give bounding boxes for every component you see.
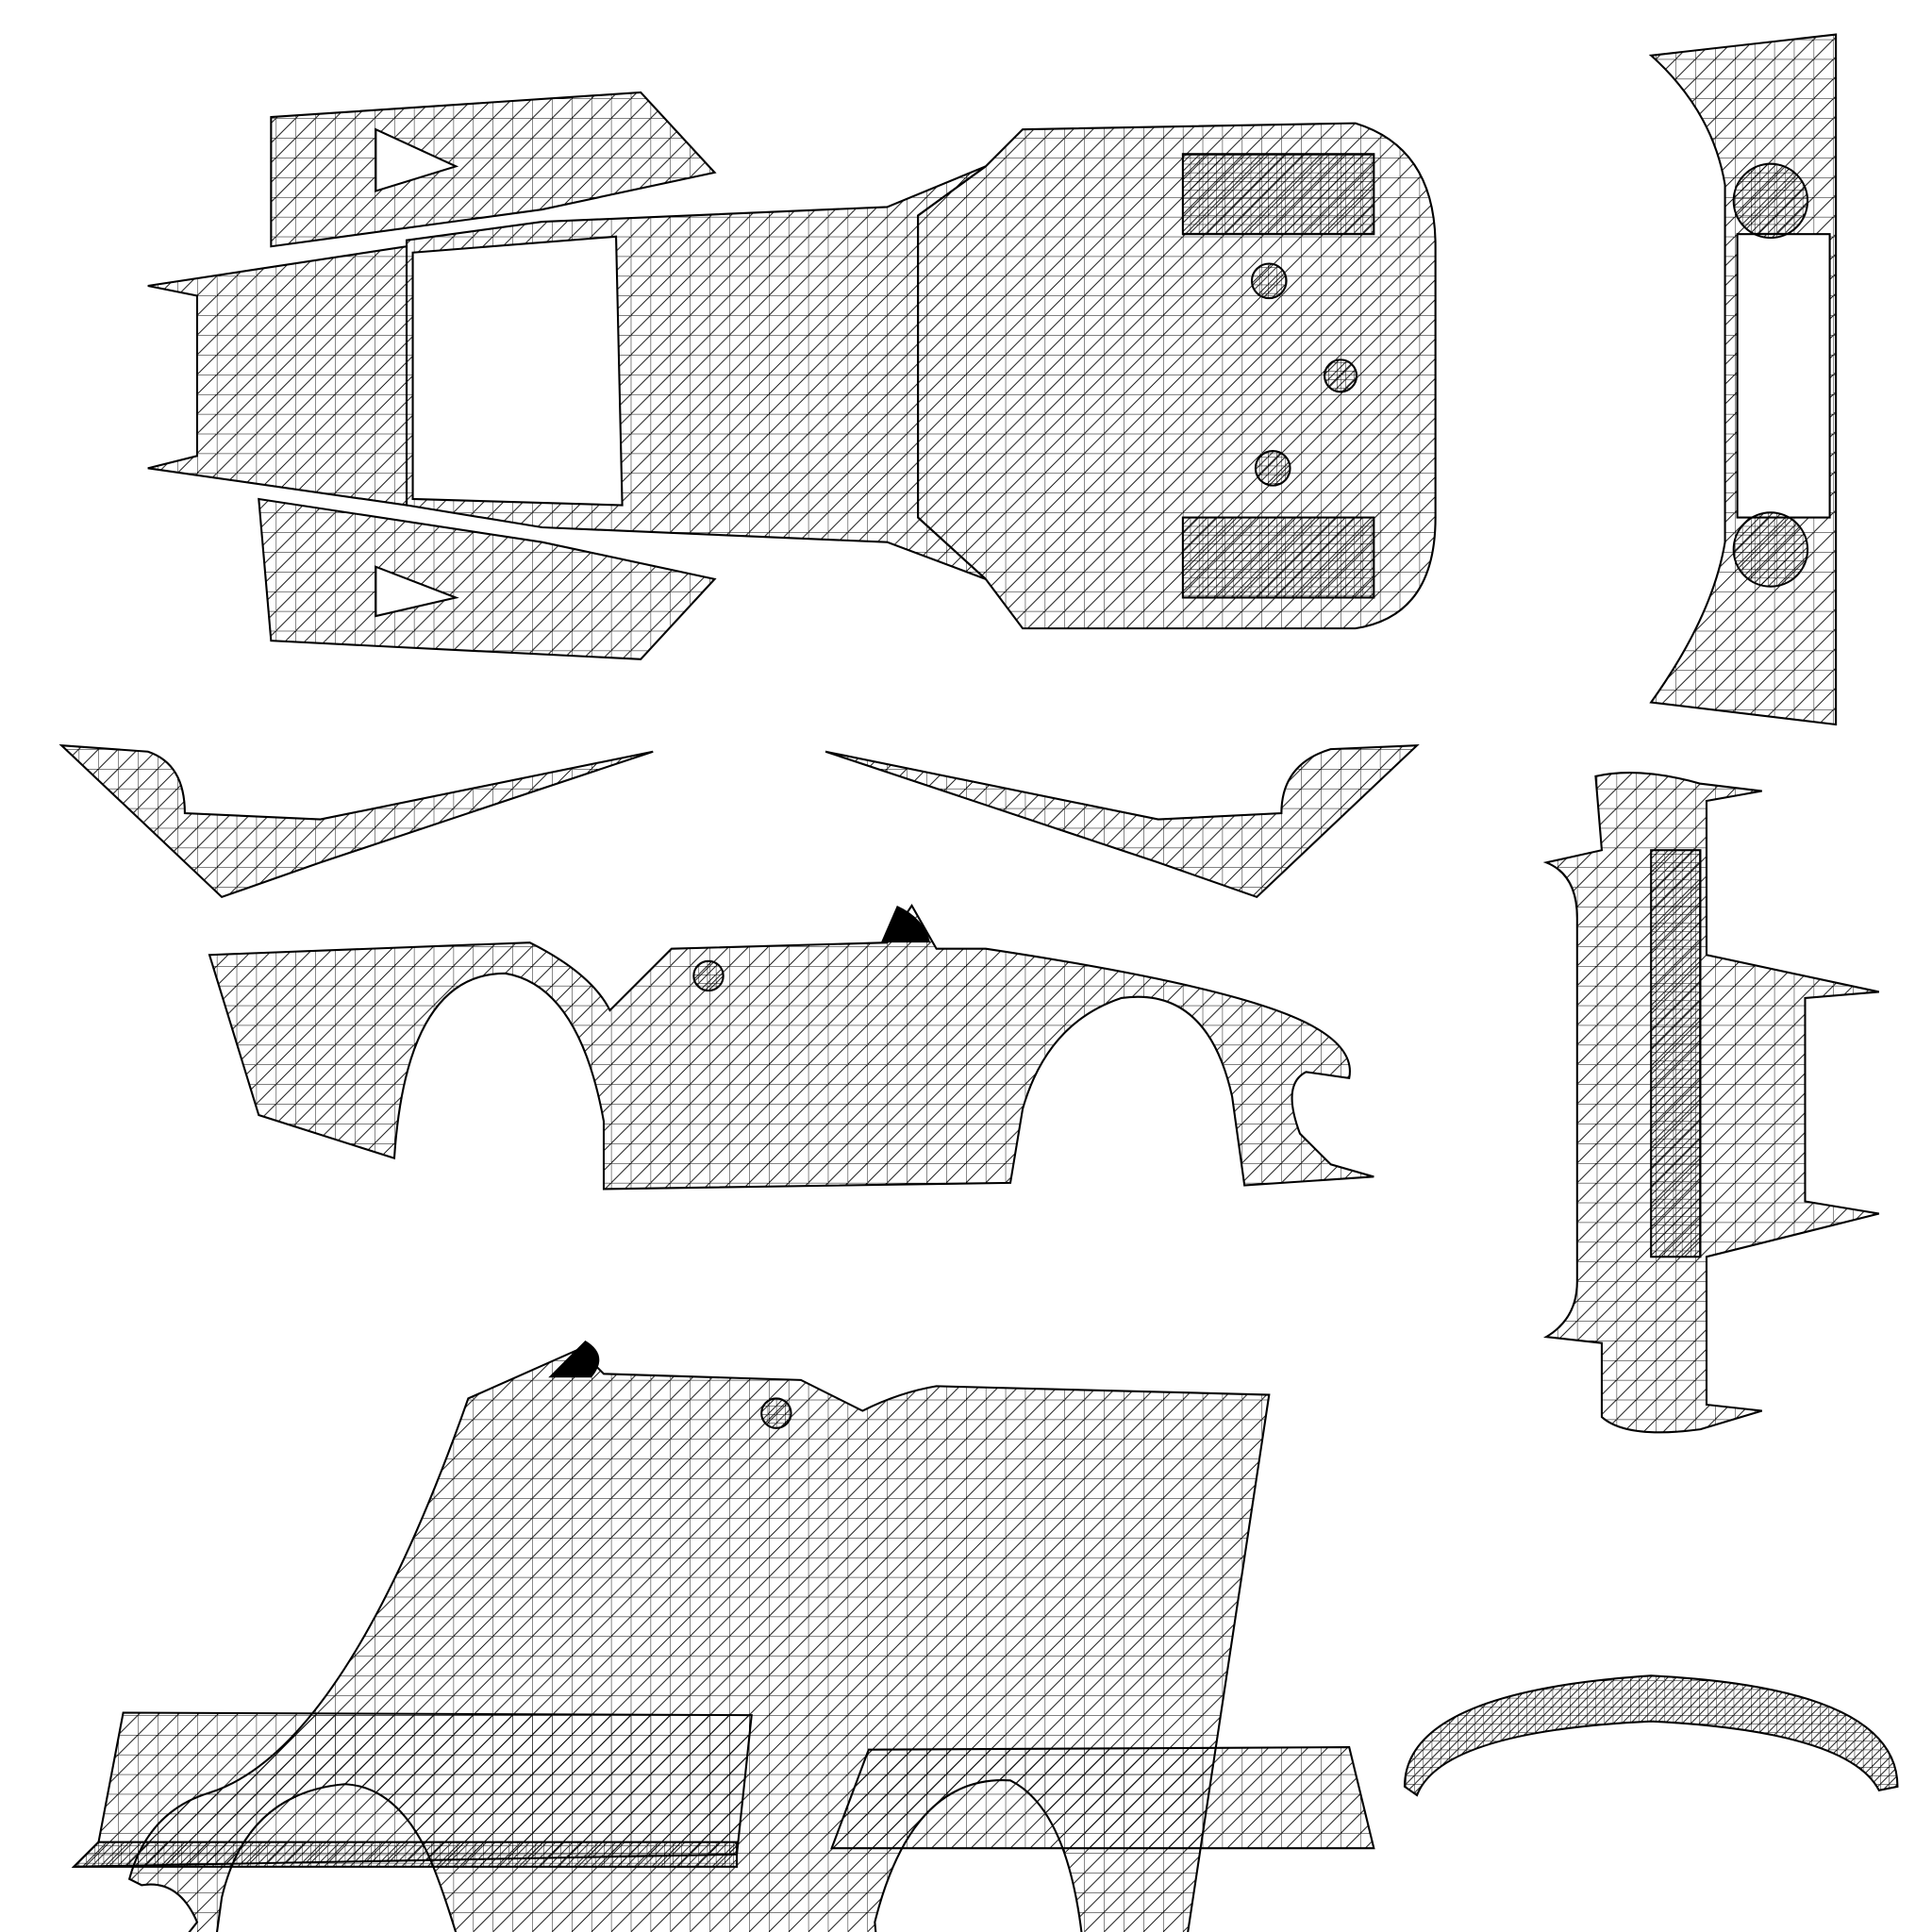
side-flap-top	[270, 91, 717, 248]
spoiler-arc	[1403, 1674, 1899, 1797]
side-flap-bottom	[258, 497, 717, 660]
side-body-upper	[208, 904, 1374, 1191]
bumper-slot	[1736, 233, 1831, 519]
hood-pin	[1324, 358, 1358, 393]
sill-piece-left	[58, 743, 654, 899]
hood-vent-right	[1181, 516, 1375, 599]
fuel-cap	[1250, 262, 1288, 300]
rear-fascia	[1542, 772, 1880, 1434]
fuel-filler	[692, 959, 724, 992]
underbody-strip-small	[830, 1746, 1375, 1850]
rear-fascia-panel	[1542, 772, 1880, 1434]
headrest	[548, 1341, 600, 1378]
hood-pin-2	[1254, 449, 1291, 487]
underbody-strip-dense-edge	[71, 1840, 739, 1868]
bumper-vertical	[1648, 33, 1838, 726]
side-panel-upper	[208, 904, 1374, 1191]
rear-deck-panel	[147, 245, 408, 507]
rear-window-hole	[411, 235, 624, 507]
body-top-view	[147, 91, 1437, 660]
rear-fascia-center	[1650, 849, 1702, 1258]
front-hood-panel	[917, 122, 1437, 630]
headrest-upper	[880, 906, 931, 943]
sill-piece-right	[824, 744, 1420, 899]
bumper-light-top	[1732, 162, 1809, 240]
hood-vent-left	[1181, 153, 1375, 236]
intake-hole-bottom	[375, 565, 459, 618]
intake-hole-top	[375, 127, 459, 192]
fuel-filler-lower	[760, 1397, 792, 1429]
bumper-light-bottom	[1732, 511, 1809, 588]
